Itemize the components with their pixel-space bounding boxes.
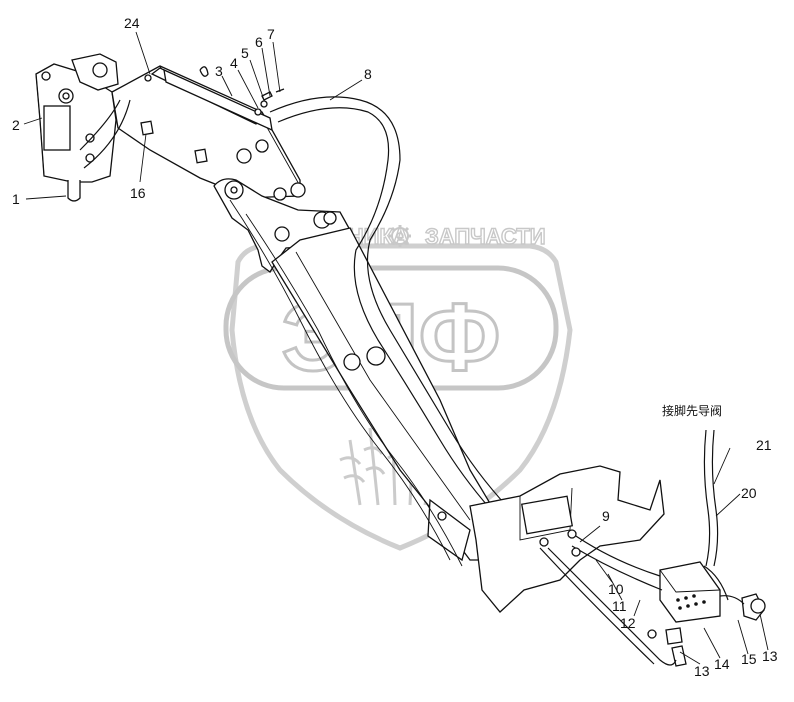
callout-16: 16 (130, 185, 146, 201)
callout-1: 1 (12, 191, 20, 207)
pilot-lines (539, 429, 745, 666)
lower-bracket (469, 465, 665, 613)
callout-5: 5 (241, 45, 249, 61)
callout-13a: 13 (694, 663, 710, 679)
callout-8: 8 (364, 66, 372, 82)
callout-24: 24 (124, 15, 140, 31)
callout-21: 21 (756, 437, 772, 453)
callout-6: 6 (255, 34, 263, 50)
callout-13b: 13 (762, 648, 778, 664)
chinese-annotation: 接脚先导阀 (662, 403, 722, 418)
callout-20: 20 (741, 485, 757, 501)
callout-14: 14 (714, 656, 730, 672)
callout-9: 9 (602, 508, 610, 524)
watermark-shield (229, 243, 573, 551)
gear-icon (389, 225, 411, 247)
knuckle-link (213, 178, 351, 273)
left-bracket (35, 53, 119, 202)
callout-15: 15 (741, 651, 757, 667)
callout-4: 4 (230, 55, 238, 71)
boom-arm (111, 65, 306, 201)
leader-lines (23, 31, 769, 665)
callout-11: 11 (612, 598, 627, 614)
watermark-right-text: ЗАПЧАСТИ (425, 224, 546, 249)
callout-3: 3 (215, 63, 223, 79)
callout-labels: 1 2 3 4 5 6 7 8 9 10 11 12 13 14 15 13 1… (12, 15, 778, 679)
hydraulic-lines (79, 96, 521, 567)
cylinder-rod-upper (150, 67, 273, 132)
callout-7: 7 (267, 26, 275, 42)
callout-2: 2 (12, 117, 20, 133)
callout-12: 12 (620, 615, 636, 631)
callout-10: 10 (608, 581, 624, 597)
